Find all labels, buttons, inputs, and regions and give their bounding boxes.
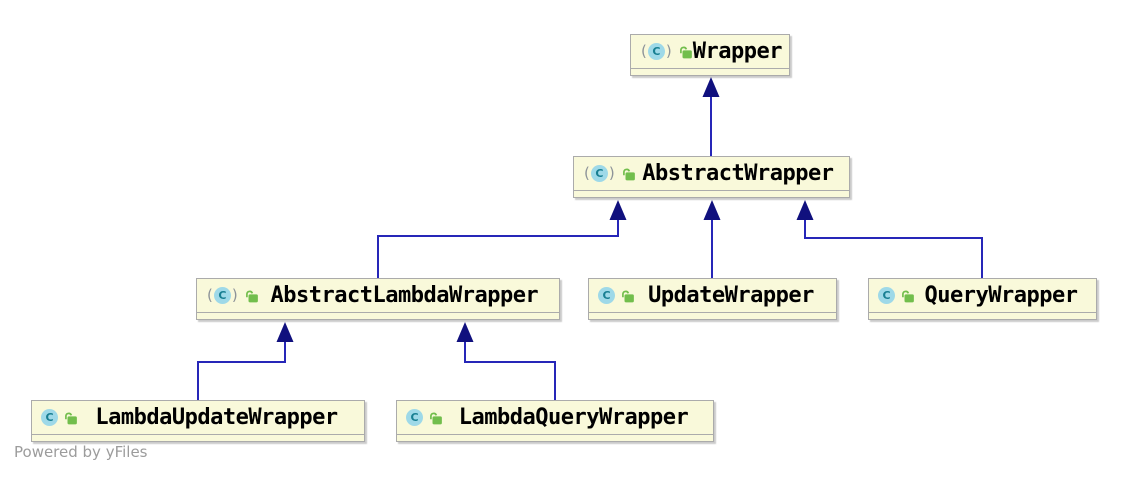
class-icon-group: ( C ) [878, 287, 915, 304]
open-lock-icon [65, 412, 77, 424]
class-node-wrapper[interactable]: ( C ) Wrapper [630, 34, 790, 76]
inheritance-edge-lambdaquerywrapper-abstractlambdawrapper[interactable] [456, 322, 556, 400]
class-node-lambdaquerywrapper[interactable]: ( C ) LambdaQueryWrapper [396, 400, 714, 442]
class-node-abstractlambdawrapper[interactable]: ( C ) AbstractLambdaWrapper [196, 278, 560, 320]
class-node-querywrapper[interactable]: ( C ) QueryWrapper [868, 278, 1097, 320]
class-node-updatewrapper[interactable]: ( C ) UpdateWrapper [588, 278, 837, 320]
open-lock-icon [902, 290, 914, 302]
inheritance-edge-abstractlambdawrapper-abstractwrapper[interactable] [377, 200, 627, 278]
abstract-paren-close: ) [665, 42, 672, 60]
class-icon-group: ( C ) [640, 43, 693, 60]
abstract-paren-close: ) [231, 286, 238, 304]
abstract-paren-open: ( [641, 42, 647, 60]
class-icon: C [598, 287, 615, 304]
inheritance-edge-querywrapper-abstractwrapper[interactable] [796, 200, 983, 278]
class-icon: C [41, 409, 58, 426]
class-icon-group: ( C ) [583, 165, 636, 182]
open-lock-icon [245, 290, 258, 302]
abstract-paren-open: ( [207, 286, 213, 304]
inheritance-edge-abstractwrapper-wrapper[interactable] [702, 77, 720, 156]
abstract-paren-close: ) [608, 164, 615, 182]
class-icon-group: ( C ) [598, 287, 635, 304]
class-icon-group: ( C ) [206, 287, 259, 304]
inheritance-edge-lambdaupdatewrapper-abstractlambdawrapper[interactable] [197, 322, 294, 400]
class-icon: C [590, 165, 608, 182]
class-icon: C [213, 287, 231, 304]
class-node-abstractwrapper[interactable]: ( C ) AbstractWrapper [573, 156, 850, 198]
class-node-lambdaupdatewrapper[interactable]: ( C ) LambdaUpdateWrapper [31, 400, 365, 442]
class-name-label: AbstractWrapper [642, 161, 834, 186]
inheritance-edge-updatewrapper-abstractwrapper[interactable] [703, 200, 721, 278]
class-icon-group: ( C ) [41, 409, 78, 426]
class-name-label: QueryWrapper [924, 283, 1078, 308]
class-name-label: UpdateWrapper [648, 283, 814, 308]
open-lock-icon [679, 46, 692, 58]
abstract-paren-open: ( [584, 164, 590, 182]
open-lock-icon [622, 290, 634, 302]
class-icon: C [878, 287, 895, 304]
class-name-label: LambdaQueryWrapper [458, 405, 689, 430]
class-name-label: Wrapper [692, 39, 783, 64]
class-icon: C [647, 43, 665, 60]
class-icon: C [406, 409, 423, 426]
class-name-label: AbstractLambdaWrapper [270, 283, 539, 308]
class-icon-group: ( C ) [406, 409, 443, 426]
open-lock-icon [622, 168, 635, 180]
open-lock-icon [430, 412, 442, 424]
yfiles-watermark: Powered by yFiles [14, 443, 148, 461]
class-name-label: LambdaUpdateWrapper [95, 405, 338, 430]
